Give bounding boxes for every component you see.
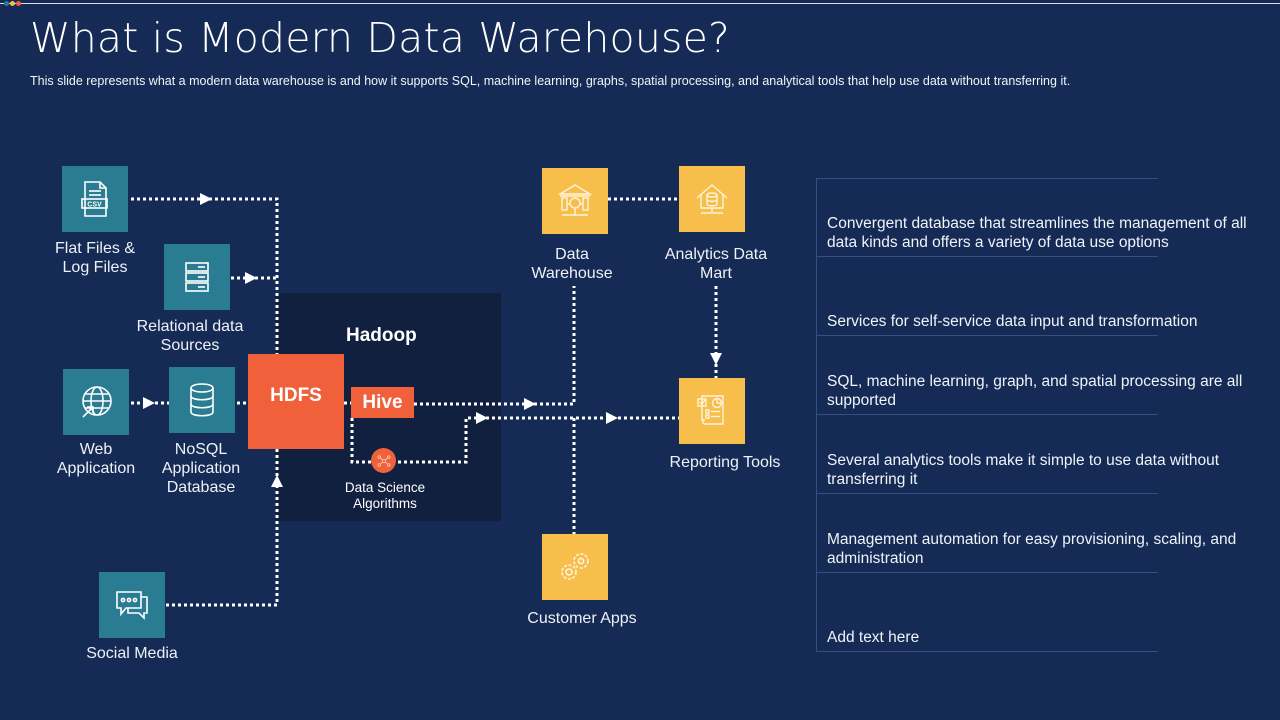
relational-label: Relational data Sources	[136, 318, 244, 354]
server-stack-icon	[185, 262, 209, 292]
house-database-icon	[696, 184, 728, 214]
description-list: Convergent database that streamlines the…	[816, 178, 1247, 652]
reporting-tools-tile	[679, 378, 745, 444]
slide-subtitle: This slide represents what a modern data…	[30, 74, 1071, 88]
hive-block: Hive	[351, 387, 414, 418]
description-text: SQL, machine learning, graph, and spatia…	[827, 373, 1243, 409]
description-item: Several analytics tools make it simple t…	[817, 415, 1219, 494]
social-media-tile	[99, 572, 165, 638]
description-text: Several analytics tools make it simple t…	[827, 452, 1219, 488]
svg-text:CSV: CSV	[87, 202, 102, 209]
description-item: Convergent database that streamlines the…	[817, 178, 1247, 257]
flat-files-tile: CSV	[62, 166, 128, 232]
top-rule	[0, 3, 1280, 4]
reporting-tools-label: Reporting Tools	[669, 454, 781, 471]
gears-icon	[561, 553, 589, 580]
wire-hive-warehouse	[414, 286, 576, 406]
slide-title: What is Modern Data Warehouse?	[30, 14, 730, 62]
description-text: Management automation for easy provision…	[827, 531, 1237, 567]
wire-hive-ds-loop	[350, 416, 679, 464]
description-text: Convergent database that streamlines the…	[827, 215, 1247, 251]
accent-dots	[4, 1, 21, 6]
web-app-label: Web Application	[56, 441, 136, 477]
accent-dot	[16, 1, 21, 6]
web-app-tile	[63, 369, 129, 435]
data-warehouse-tile	[542, 168, 608, 234]
data-science-node	[371, 448, 396, 473]
globe-icon	[82, 386, 112, 418]
description-item: Management automation for easy provision…	[817, 494, 1236, 573]
arrow-head	[200, 193, 212, 205]
accent-dot	[4, 1, 9, 6]
accent-dot	[10, 1, 15, 6]
nosql-label: NoSQL Application Database	[161, 441, 241, 496]
customer-apps-tile	[542, 534, 608, 600]
data-science-label: Data Science Algorithms	[344, 480, 426, 511]
flat-files-label: Flat Files & Log Files	[54, 240, 135, 276]
hdfs-block: HDFS	[248, 354, 344, 449]
arrow-head	[245, 272, 257, 284]
data-warehouse-label: Data Warehouse	[531, 246, 613, 282]
csv-file-icon: CSV	[81, 181, 108, 217]
wire-social-hdfs	[166, 449, 279, 607]
database-icon	[190, 383, 214, 417]
network-icon	[377, 454, 390, 467]
arrow-head	[143, 397, 155, 409]
arrow-head	[476, 412, 488, 424]
social-media-label: Social Media	[86, 645, 178, 662]
analytics-mart-label: Analytics Data Mart	[664, 246, 768, 282]
description-item: Add text here	[817, 573, 1158, 652]
arrow-head	[710, 353, 722, 365]
arrow-head	[271, 475, 283, 487]
chat-bubbles-icon	[116, 591, 148, 620]
description-item: SQL, machine learning, graph, and spatia…	[817, 336, 1242, 415]
warehouse-icon	[557, 184, 593, 216]
description-text: Add text here	[827, 629, 920, 646]
customer-apps-label: Customer Apps	[527, 610, 637, 627]
nosql-tile	[169, 367, 235, 433]
wire-flatfiles-hdfs	[131, 197, 279, 354]
arrow-head	[606, 412, 618, 424]
arrow-head	[524, 398, 536, 410]
description-item: Services for self-service data input and…	[817, 257, 1197, 336]
analytics-mart-tile	[679, 166, 745, 232]
relational-tile	[164, 244, 230, 310]
report-icon	[697, 395, 724, 425]
description-text: Services for self-service data input and…	[827, 313, 1198, 330]
hadoop-title: Hadoop	[346, 325, 417, 346]
